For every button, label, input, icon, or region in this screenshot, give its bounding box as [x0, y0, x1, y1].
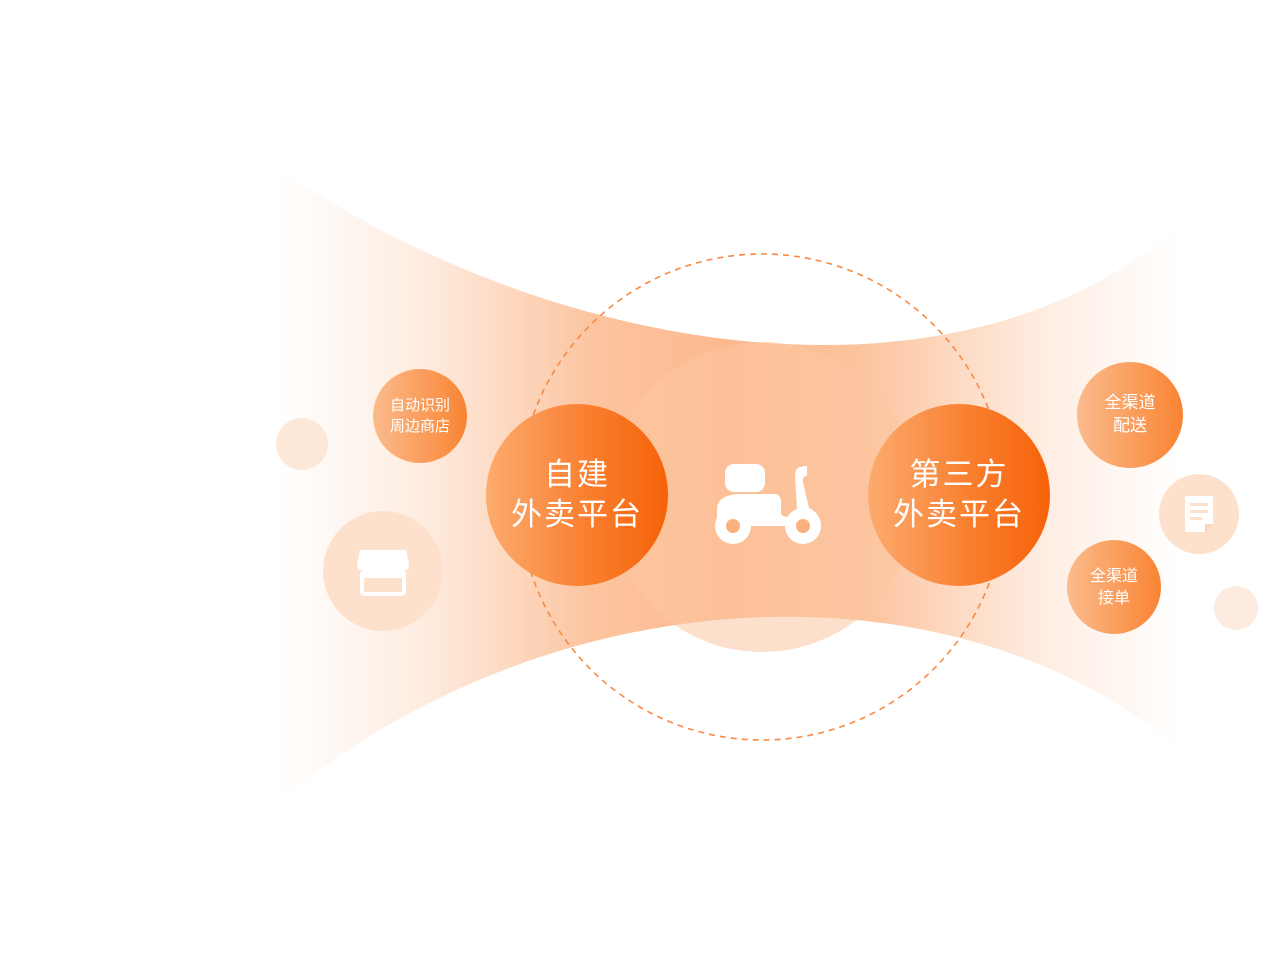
scooter-icon [715, 464, 821, 544]
storefront-bubble [323, 511, 443, 631]
document-bubble [1159, 474, 1239, 554]
omnichannel-delivery-bubble: 全渠道 配送 [1077, 362, 1183, 468]
omni-delivery-line2: 配送 [1113, 416, 1147, 436]
document-icon [1185, 496, 1213, 532]
storefront-icon [357, 550, 409, 596]
self-built-line2: 外卖平台 [511, 497, 643, 533]
self-built-platform-bubble: 自建 外卖平台 [486, 404, 668, 586]
omni-delivery-line1: 全渠道 [1104, 393, 1156, 413]
self-built-line1: 自建 [544, 457, 610, 493]
omnichannel-orders-bubble: 全渠道 接单 [1067, 540, 1161, 634]
omni-orders-line2: 接单 [1097, 588, 1130, 607]
third-party-line2: 外卖平台 [893, 497, 1025, 533]
decor-circle-left [276, 418, 328, 470]
third-party-platform-bubble: 第三方 外卖平台 [868, 404, 1050, 586]
omni-orders-line1: 全渠道 [1089, 566, 1138, 585]
auto-detect-line2: 周边商店 [389, 417, 450, 435]
third-party-line1: 第三方 [909, 457, 1009, 493]
auto-detect-stores-bubble: 自动识别 周边商店 [373, 369, 467, 463]
decor-circle-right [1214, 586, 1258, 630]
auto-detect-line1: 自动识别 [389, 396, 450, 414]
